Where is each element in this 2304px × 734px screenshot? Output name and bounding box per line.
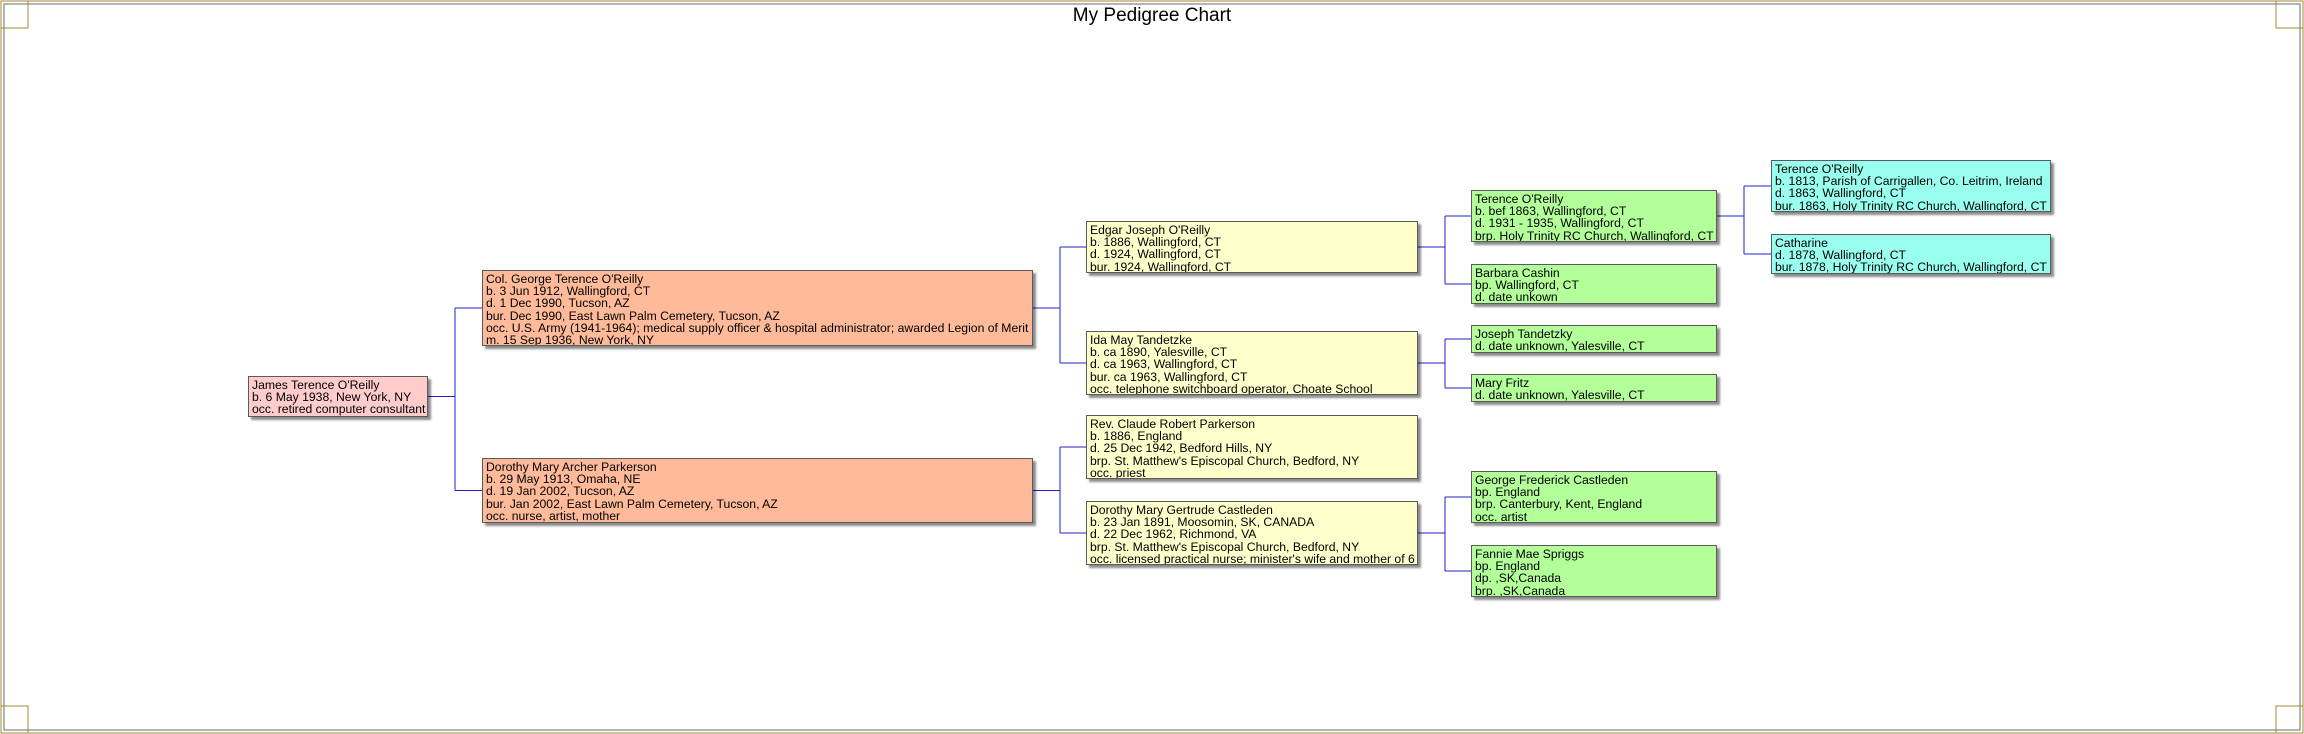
- person-detail: d. 22 Dec 1962, Richmond, VA: [1090, 527, 1257, 542]
- person-detail: bur. Dec 1990, East Lawn Palm Cemetery, …: [486, 308, 780, 323]
- person-detail: occ. priest: [1090, 465, 1146, 479]
- person-detail: brp. ,SK,Canada: [1475, 583, 1566, 597]
- person-detail: occ. nurse, artist, mother: [486, 508, 621, 523]
- person-name: Rev. Claude Robert Parkerson: [1090, 417, 1256, 431]
- connector-james: [428, 307, 482, 491]
- person-detail: bp. Wallingford, CT: [1475, 278, 1579, 293]
- person-detail: d. ca 1963, Wallingford, CT: [1090, 357, 1238, 372]
- person-detail: bur. Jan 2002, East Lawn Palm Cemetery, …: [486, 496, 778, 511]
- person-name: George Frederick Castleden: [1475, 473, 1629, 487]
- person-detail: bur. ca 1963, Wallingford, CT: [1090, 369, 1248, 384]
- person-name: Terence O'Reilly: [1475, 192, 1564, 206]
- person-name: James Terence O'Reilly: [252, 378, 380, 392]
- person-detail: b. bef 1863, Wallingford, CT: [1475, 204, 1627, 219]
- person-detail: b. 1813, Parish of Carrigallen, Co. Leit…: [1775, 174, 2043, 189]
- person-detail: d. date unknown, Yalesville, CT: [1475, 388, 1645, 402]
- person-name: Ida May Tandetzke: [1090, 333, 1193, 347]
- connector-dorothy_g: [1418, 496, 1471, 572]
- person-name: Dorothy Mary Gertrude Castleden: [1090, 503, 1273, 517]
- person-detail: bur. 1924, Wallingford, CT: [1090, 259, 1232, 273]
- person-name: Col. George Terence O'Reilly: [486, 272, 644, 286]
- person-name: Dorothy Mary Archer Parkerson: [486, 460, 657, 474]
- person-name: Barbara Cashin: [1475, 266, 1560, 280]
- person-detail: brp. Canterbury, Kent, England: [1475, 497, 1643, 512]
- person-detail: occ. U.S. Army (1941-1964); medical supp…: [486, 320, 1029, 335]
- person-detail: b. 23 Jan 1891, Moosomin, SK, CANADA: [1090, 515, 1315, 530]
- person-detail: m. 15 Sep 1936, New York, NY: [486, 332, 655, 346]
- person-detail: d. 19 Jan 2002, Tucson, AZ: [486, 484, 635, 499]
- person-detail: occ. artist: [1475, 509, 1528, 523]
- person-detail: brp. St. Matthew's Episcopal Church, Bed…: [1090, 539, 1360, 554]
- person-detail: d. date unknown, Yalesville, CT: [1475, 339, 1645, 353]
- person-detail: occ. licensed practical nurse; minister'…: [1090, 551, 1415, 565]
- person-detail: bp. England: [1475, 559, 1541, 574]
- person-detail: b. 6 May 1938, New York, NY: [252, 390, 412, 405]
- person-detail: occ. telephone switchboard operator, Cho…: [1090, 381, 1373, 395]
- person-name: Edgar Joseph O'Reilly: [1090, 223, 1211, 237]
- person-detail: b. 29 May 1913, Omaha, NE: [486, 472, 641, 487]
- person-detail: bp. England: [1475, 485, 1541, 500]
- person-name: Catharine: [1775, 236, 1828, 250]
- person-detail: brp. Holy Trinity RC Church, Wallingford…: [1475, 228, 1714, 242]
- person-detail: d. 1863, Wallingford, CT: [1775, 186, 1906, 201]
- person-detail: d. 1 Dec 1990, Tucson, AZ: [486, 296, 630, 311]
- person-detail: d. 1931 - 1935, Wallingford, CT: [1475, 216, 1644, 231]
- person-detail: b. 1886, Wallingford, CT: [1090, 235, 1221, 250]
- person-detail: d. 1878, Wallingford, CT: [1775, 248, 1906, 263]
- person-name: Fannie Mae Spriggs: [1475, 547, 1585, 561]
- person-name: Terence O'Reilly: [1775, 162, 1864, 176]
- connector-terence_b: [1717, 185, 1771, 255]
- person-name: Joseph Tandetzky: [1475, 327, 1573, 341]
- person-detail: bur. 1878, Holy Trinity RC Church, Walli…: [1775, 260, 2047, 274]
- person-detail: dp. ,SK,Canada: [1475, 571, 1562, 586]
- person-detail: b. 3 Jun 1912, Wallingford, CT: [486, 284, 651, 299]
- person-detail: b. 1886, England: [1090, 429, 1183, 444]
- connector-george: [1033, 246, 1086, 364]
- person-detail: brp. St. Matthew's Episcopal Church, Bed…: [1090, 453, 1360, 468]
- person-detail: b. ca 1890, Yalesville, CT: [1090, 345, 1228, 360]
- chart-title: My Pedigree Chart: [1072, 5, 1232, 26]
- connector-edgar: [1418, 215, 1471, 285]
- connector-dorothy: [1033, 446, 1086, 534]
- person-detail: occ. retired computer consultant: [252, 402, 426, 417]
- person-name: Mary Fritz: [1475, 376, 1530, 390]
- person-detail: bur. 1863, Holy Trinity RC Church, Walli…: [1775, 198, 2047, 212]
- person-detail: d. 25 Dec 1942, Bedford Hills, NY: [1090, 441, 1273, 456]
- person-detail: d. 1924, Wallingford, CT: [1090, 247, 1221, 262]
- person-detail: d. date unkown: [1475, 290, 1558, 304]
- connector-ida: [1418, 338, 1471, 389]
